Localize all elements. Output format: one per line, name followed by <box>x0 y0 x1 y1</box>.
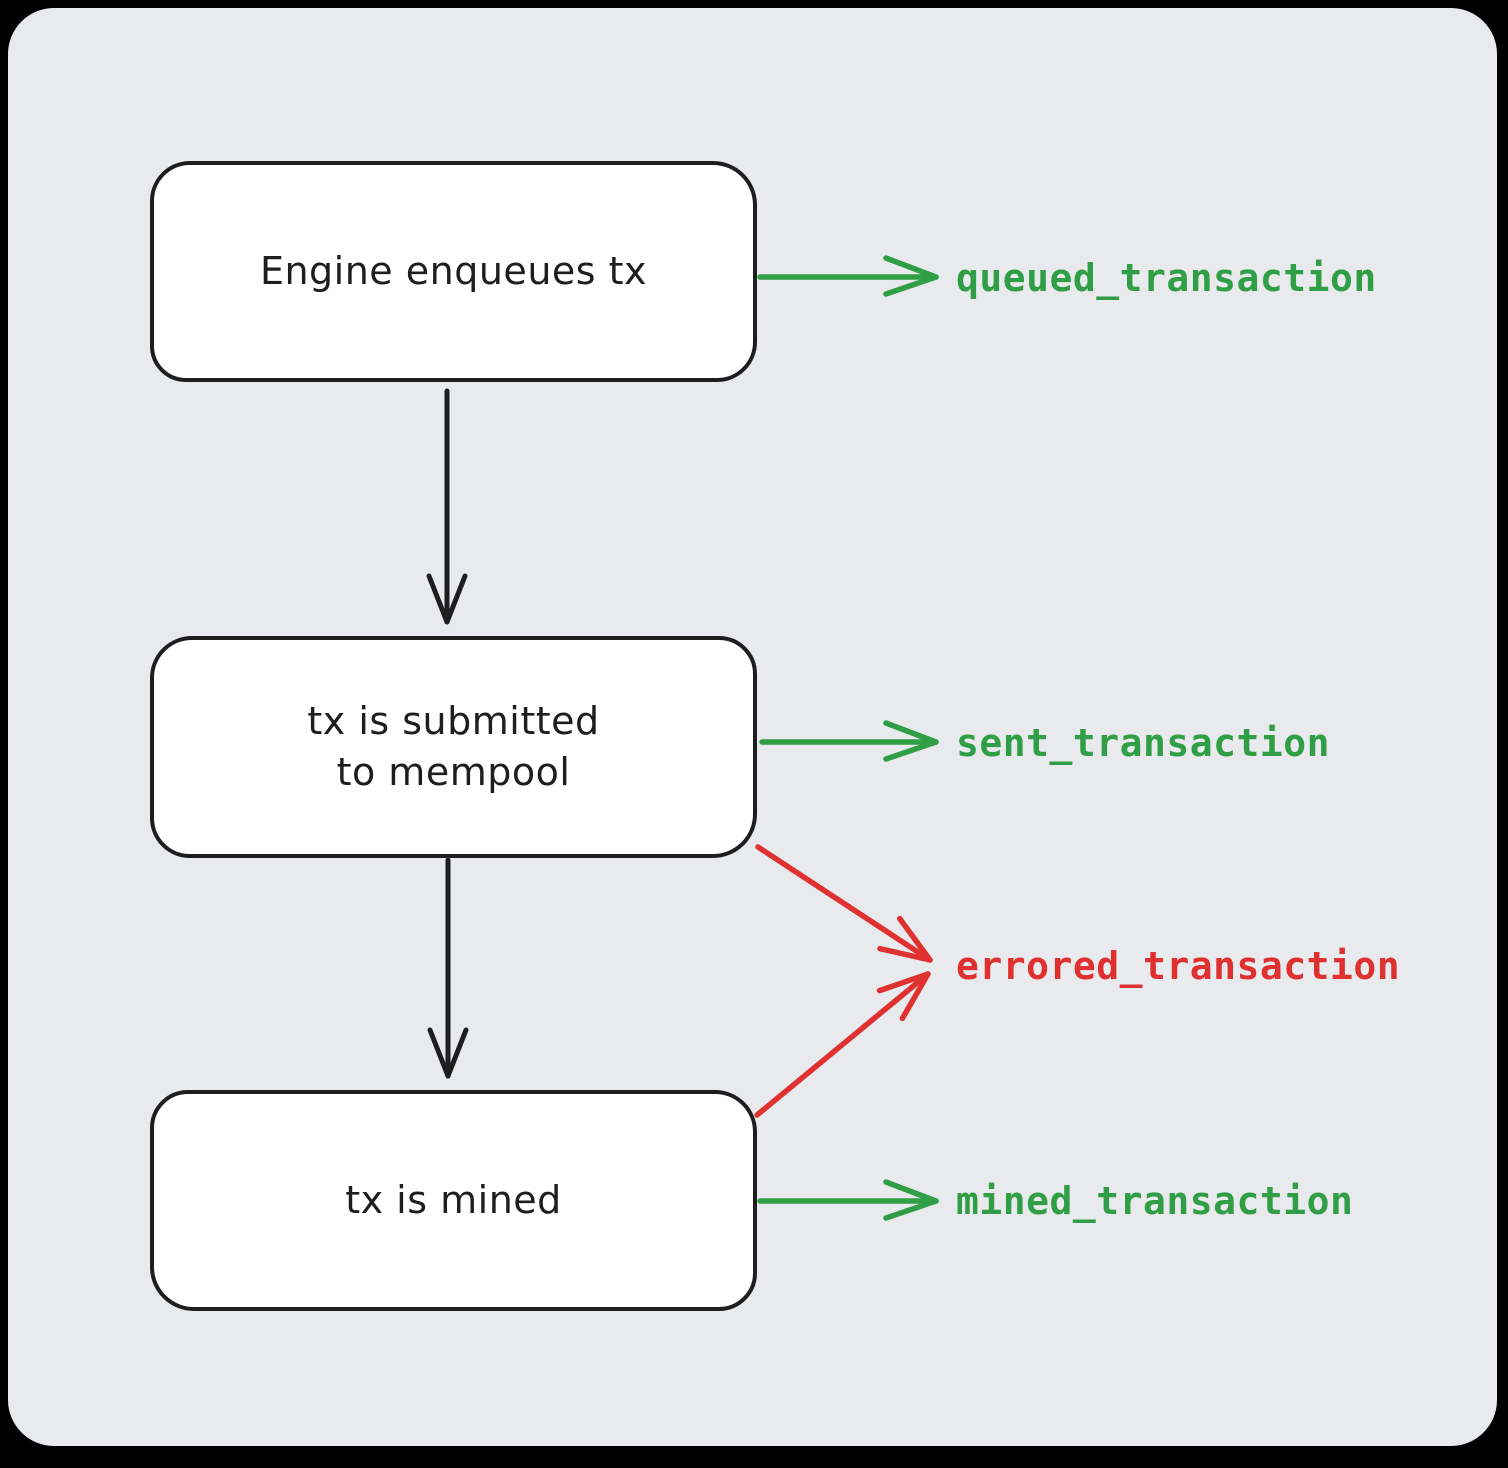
node-engine-enqueues-tx: Engine enqueues tx <box>150 161 757 382</box>
event-label-sent-transaction: sent_transaction <box>956 721 1331 765</box>
event-label-queued-transaction: queued_transaction <box>956 256 1377 300</box>
node-label: Engine enqueues tx <box>259 248 648 293</box>
event-label-errored-transaction: errored_transaction <box>956 944 1401 988</box>
node-label-line: tx is submitted <box>307 698 600 743</box>
event-label-mined-transaction: mined_transaction <box>956 1179 1354 1223</box>
node-tx-is-mined: tx is mined <box>150 1090 757 1311</box>
node-tx-submitted-to-mempool: tx is submitted to mempool <box>150 636 757 858</box>
node-label-line: to mempool <box>336 750 571 794</box>
node-label: tx is mined <box>345 1177 562 1222</box>
